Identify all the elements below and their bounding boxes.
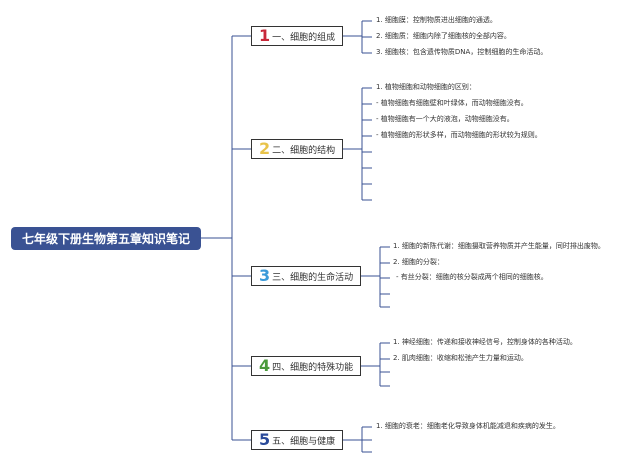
root-title: 七年级下册生物第五章知识笔记 [21,232,190,246]
root-node[interactable]: 七年级下册生物第五章知识笔记 [11,227,201,250]
branch-label: 五、细胞与健康 [272,436,336,447]
leaf-item: - 植物细胞的形状多样，而动物细胞的形状较为规则。 [376,131,542,139]
branch-number: 5 [259,430,271,449]
branch-number: 4 [259,356,271,375]
leaf-item: 2. 肌肉细胞：收缩和松弛产生力量和运动。 [393,354,528,362]
branch-number: 3 [259,266,271,285]
leaf-item: 1. 细胞膜：控制物质进出细胞的通透。 [376,16,497,24]
leaf-item: 2. 细胞质：细胞内除了细胞核的全部内容。 [376,32,511,40]
branch-node-1[interactable]: 1 一、细胞的组成 [251,26,343,46]
leaf-item: - 有丝分裂：细胞的核分裂成两个相同的细胞核。 [396,273,548,281]
leaf-item: 1. 细胞的衰老：细胞老化导致身体机能减退和疾病的发生。 [376,422,560,430]
leaf-item: 1. 神经细胞：传递和接收神经信号，控制身体的各种活动。 [393,338,577,346]
branch-label: 三、细胞的生命活动 [272,272,354,283]
branch-node-2[interactable]: 2 二、细胞的结构 [251,139,343,159]
branch-label: 四、细胞的特殊功能 [272,362,354,373]
branch-number: 2 [259,139,271,158]
leaf-item: 3. 细胞核：包含遗传物质DNA，控制细胞的生命活动。 [376,48,548,56]
leaf-item: 1. 细胞的新陈代谢：细胞摄取营养物质并产生能量，同时排出废物。 [393,242,605,250]
branch-label: 二、细胞的结构 [272,145,336,156]
leaf-item: - 植物细胞有细胞壁和叶绿体，而动物细胞没有。 [376,99,528,107]
leaf-item: - 植物细胞有一个大的液泡，动物细胞没有。 [376,115,514,123]
branch-number: 1 [259,26,271,45]
branch-node-4[interactable]: 4 四、细胞的特殊功能 [251,356,361,376]
branch-label: 一、细胞的组成 [272,32,336,43]
leaf-item: 2. 细胞的分裂： [393,258,444,266]
branch-node-5[interactable]: 5 五、细胞与健康 [251,430,343,450]
leaf-item: 1. 植物细胞和动物细胞的区别： [376,83,476,91]
branch-node-3[interactable]: 3 三、细胞的生命活动 [251,266,361,286]
